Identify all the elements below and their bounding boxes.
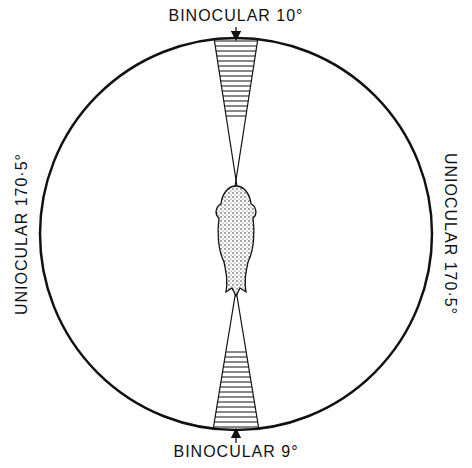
hatch-line [224, 362, 248, 363]
binocular-label: BINOCULAR 9° [171, 443, 300, 461]
hatch-line [219, 392, 253, 393]
hatch-line [222, 91, 250, 92]
hatch-line [218, 402, 255, 403]
uniocular-label: UNIOCULAR 170·5° [441, 151, 459, 317]
hatch-line [217, 56, 255, 57]
hatch-line [226, 116, 246, 117]
binocular-label: BINOCULAR 10° [167, 7, 306, 25]
hatch-line [220, 387, 252, 388]
hatch-line [218, 397, 253, 398]
hatch-line [218, 61, 255, 62]
hatch-line [215, 46, 257, 47]
uniocular-label: UNIOCULAR 170·5° [13, 151, 31, 317]
visual-field-circle [40, 38, 432, 430]
hatch-line [220, 76, 252, 77]
hatch-line [226, 352, 246, 353]
hatch-line [223, 96, 249, 97]
hatch-line [223, 372, 250, 373]
hatch-line [216, 51, 256, 52]
binocular-hatching [213, 41, 258, 427]
hatch-line [219, 71, 253, 72]
hatch-line [217, 407, 255, 408]
hatch-line [213, 427, 258, 428]
hatch-line [221, 81, 252, 82]
hatch-line [222, 377, 251, 378]
sight-lines [213, 38, 259, 430]
fish-figure [216, 186, 256, 296]
hatch-line [224, 101, 248, 102]
hatch-line [225, 111, 246, 112]
hatch-line [223, 367, 248, 368]
hatch-line [225, 106, 248, 107]
hatch-line [214, 41, 257, 42]
hatch-line [215, 417, 257, 418]
hatch-line [216, 412, 256, 413]
hatch-line [221, 382, 251, 383]
hatch-line [218, 66, 253, 67]
hatch-line [214, 422, 257, 423]
pointer-arrow [235, 433, 236, 443]
pointer-arrow [235, 27, 236, 36]
hatch-line [225, 357, 247, 358]
hatch-line [221, 86, 250, 87]
